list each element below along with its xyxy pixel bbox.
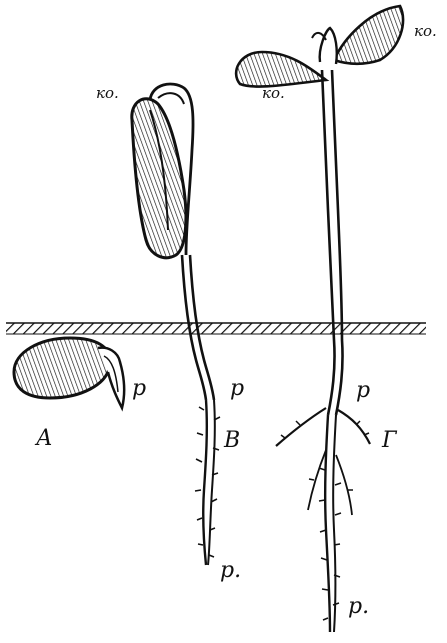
stage-label-b: В [224, 430, 240, 452]
root-label-g-bottom: р. [348, 596, 369, 618]
root-label-b-top: р [230, 378, 244, 400]
stage-label-a: А [36, 428, 53, 450]
seedling-stage-a [14, 338, 124, 408]
root-label-g-top: р [356, 380, 370, 402]
cotyledon-label-g-right: ко. [414, 24, 437, 39]
cotyledon-label-b: ко. [96, 86, 119, 101]
cotyledon-label-g-left: ко. [262, 86, 285, 101]
stage-label-g: Г [382, 430, 397, 452]
root-label-a: р [132, 378, 146, 400]
soil-surface [6, 323, 426, 334]
root-label-b-bottom: р. [220, 560, 241, 582]
